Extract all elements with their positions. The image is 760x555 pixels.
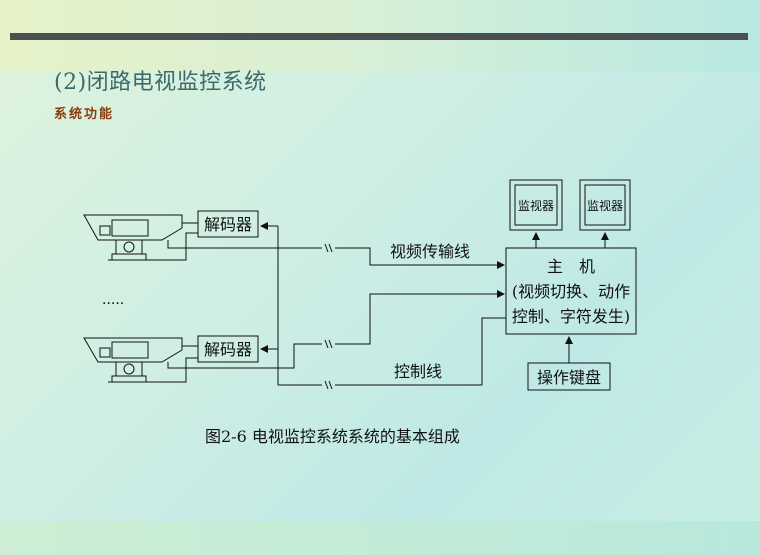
monitor-1 xyxy=(509,179,563,231)
control-line xyxy=(278,317,506,390)
bottom-band xyxy=(0,521,760,555)
video-line-label: 视频传输线 xyxy=(390,242,470,261)
decoder-2-label: 解码器 xyxy=(204,340,252,359)
monitor-1-label: 监视器 xyxy=(518,198,554,213)
video-line-2 xyxy=(167,290,505,369)
host-title: 主 机 xyxy=(547,257,595,276)
control-line-label: 控制线 xyxy=(394,362,442,381)
camera-decoder-links xyxy=(150,222,198,383)
top-divider xyxy=(10,33,748,40)
host-desc-line-2: 控制、字符发生) xyxy=(512,307,630,326)
keyboard-label: 操作键盘 xyxy=(537,368,601,387)
monitor-2 xyxy=(579,179,631,231)
figure-caption: 图2-6 电视监控系统系统的基本组成 xyxy=(205,427,460,446)
decoder-2-box xyxy=(197,335,259,363)
camera-2-icon xyxy=(83,337,183,383)
decoder-1-box xyxy=(197,210,259,238)
monitor-2-label: 监视器 xyxy=(587,198,623,213)
host-box xyxy=(505,247,637,335)
control-bus xyxy=(260,222,279,385)
camera-1-icon xyxy=(83,214,183,261)
decoder-1-label: 解码器 xyxy=(204,215,252,234)
more-cameras-ellipsis: ····· xyxy=(102,296,124,312)
video-line-1 xyxy=(167,240,505,269)
section-subtitle: 系统功能 xyxy=(54,107,115,122)
host-desc-line-1: (视频切换、动作 xyxy=(512,282,630,301)
host-monitor-links xyxy=(532,232,609,248)
page-title: (2)闭路电视监控系统 xyxy=(54,70,267,95)
